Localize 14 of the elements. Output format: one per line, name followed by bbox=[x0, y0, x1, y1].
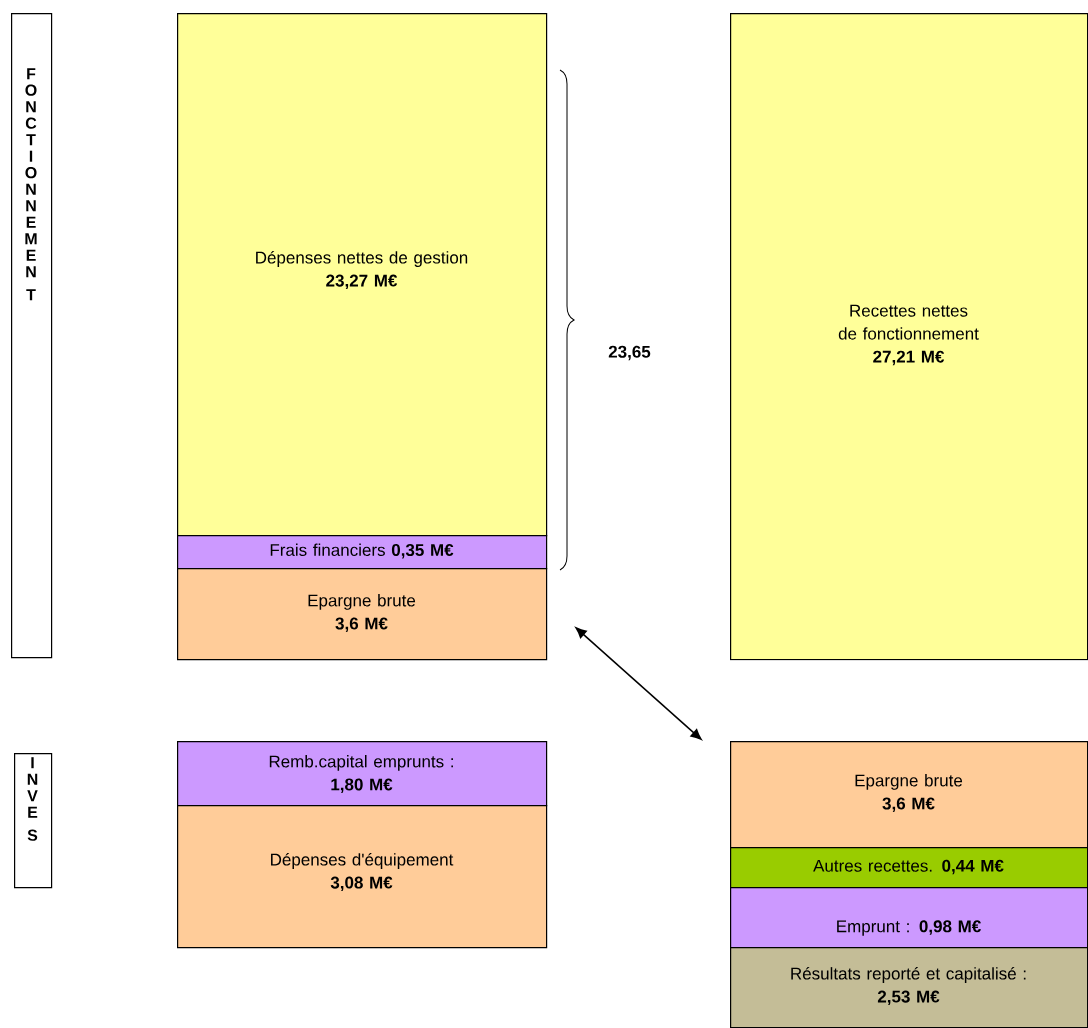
budget-box: Résultats reporté et capitalisé : 2,53 M€ bbox=[730, 947, 1088, 1028]
budget-box: Dépenses nettes de gestion 23,27 M€ bbox=[177, 13, 548, 537]
section-label-box: FONCTIONNEMENT bbox=[11, 13, 53, 659]
budget-box: Remb.capital emprunts : 1,80 M€ bbox=[177, 741, 548, 807]
budget-box: Epargne brute 3,6 M€ bbox=[730, 741, 1088, 849]
arrow bbox=[575, 627, 702, 740]
section-label-box: INVES bbox=[14, 753, 53, 889]
budget-box: Frais financiers 0,35 M€ bbox=[177, 535, 548, 570]
budget-box: Dépenses d'équipement 3,08 M€ bbox=[177, 805, 548, 949]
budget-box: Epargne brute 3,6 M€ bbox=[177, 568, 548, 661]
budget-box: Recettes nettes de fonctionnement 27,21 M€ bbox=[730, 13, 1088, 661]
budget-box: Autres recettes. 0,44 M€ bbox=[730, 847, 1088, 889]
budget-box: Emprunt : 0,98 M€ bbox=[730, 887, 1088, 949]
total-label: 23,65 bbox=[608, 345, 651, 361]
